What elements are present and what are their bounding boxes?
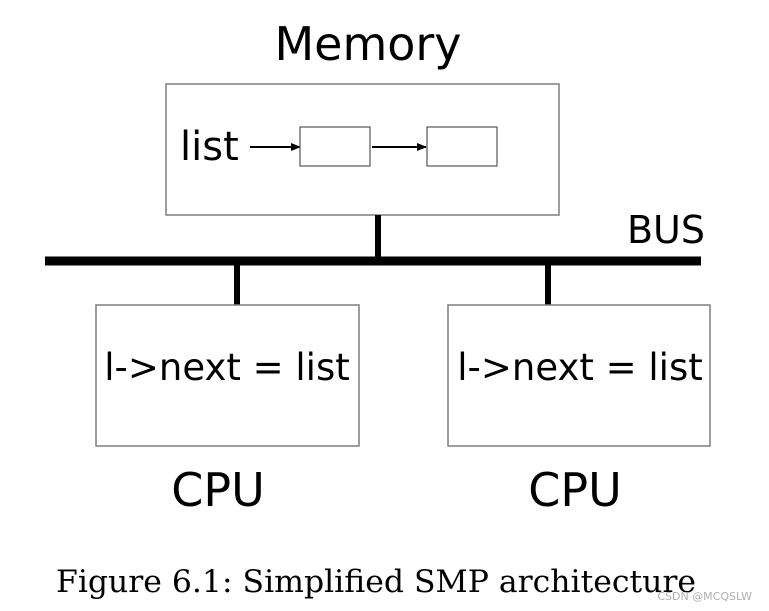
cpu-2-code: l->next = list bbox=[457, 346, 702, 389]
cpu-2-box bbox=[447, 304, 711, 447]
bus-label: BUS bbox=[627, 208, 705, 252]
cpu-1-label: CPU bbox=[171, 463, 265, 517]
list-label: list bbox=[180, 124, 239, 170]
list-node-1 bbox=[299, 126, 371, 167]
figure-caption: Figure 6.1: Simplified SMP architecture bbox=[56, 564, 696, 600]
list-node-2 bbox=[426, 126, 498, 167]
cpu-1-box bbox=[95, 304, 360, 447]
watermark-text: CSDN @MCQSLW bbox=[657, 590, 752, 603]
cpu-2-label: CPU bbox=[528, 463, 622, 517]
cpu-1-code: l->next = list bbox=[104, 346, 349, 389]
memory-title: Memory bbox=[274, 17, 461, 71]
